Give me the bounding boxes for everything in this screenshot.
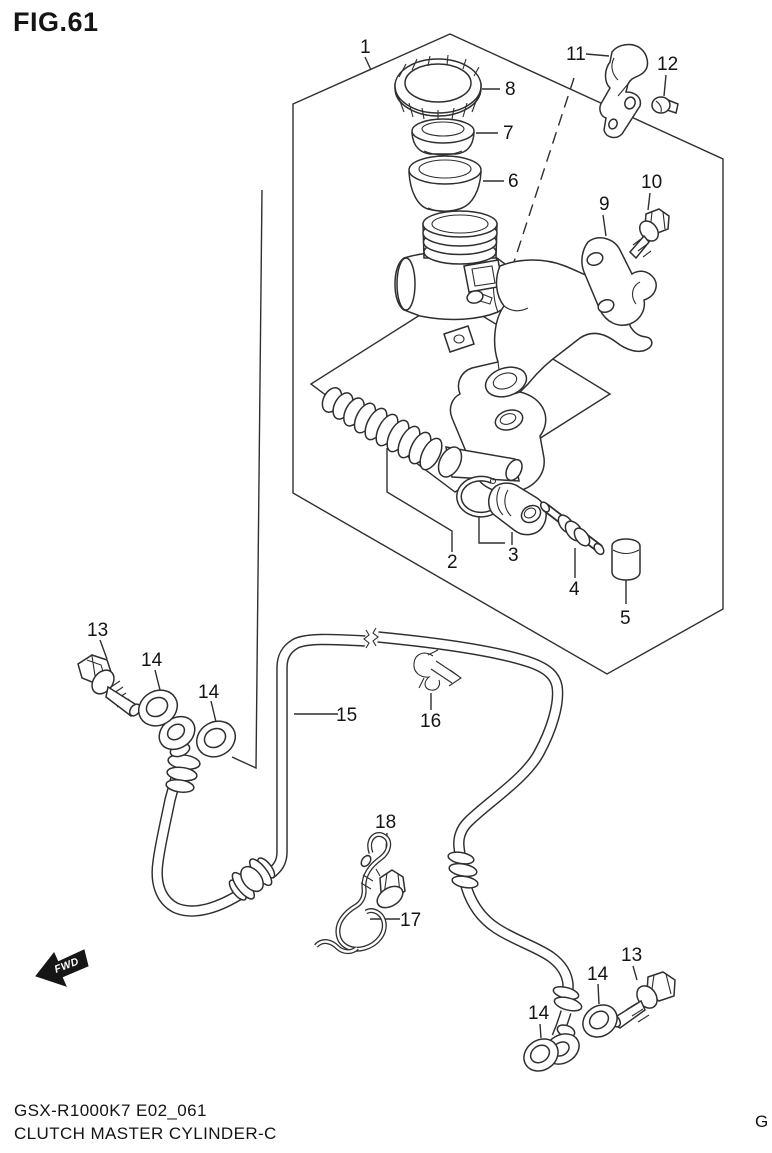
callout-9: 9 bbox=[599, 194, 610, 215]
sealing-washer-14-upper-b bbox=[195, 720, 237, 758]
callout-17: 17 bbox=[400, 910, 421, 931]
footer-model-code: GSX-R1000K7 E02_061 bbox=[14, 1101, 207, 1120]
bracket-screw-12 bbox=[651, 96, 679, 114]
reservoir-cap-8 bbox=[394, 54, 482, 120]
callout-13-upper: 13 bbox=[87, 620, 108, 641]
callout-8: 8 bbox=[505, 79, 516, 100]
callout-15: 15 bbox=[336, 705, 357, 726]
callout-7: 7 bbox=[503, 123, 514, 144]
figure-title: FIG.61 bbox=[13, 7, 99, 37]
handlebar-clamp-9 bbox=[581, 237, 657, 326]
callout-10: 10 bbox=[641, 172, 662, 193]
callout-13-lower: 13 bbox=[621, 945, 642, 966]
callout-14-lower-a: 14 bbox=[587, 964, 609, 985]
callout-14-lower-b: 14 bbox=[528, 1003, 550, 1024]
banjo-bolt-13-upper bbox=[77, 654, 142, 717]
callout-1: 1 bbox=[360, 37, 371, 58]
piston-spring-2 bbox=[321, 387, 523, 482]
sealing-washer-14-lower-b bbox=[523, 1038, 559, 1072]
sealing-washer-14-upper-a bbox=[137, 689, 179, 727]
clutch-hose-15 bbox=[151, 627, 574, 992]
callout-14-upper-b: 14 bbox=[198, 682, 220, 703]
diaphragm-plate-7 bbox=[411, 118, 475, 156]
callout-3: 3 bbox=[508, 545, 519, 566]
page-edge-character: G bbox=[755, 1112, 769, 1131]
callout-5: 5 bbox=[620, 608, 631, 629]
callout-16: 16 bbox=[420, 711, 441, 732]
hose-clamp-16 bbox=[413, 649, 462, 691]
clamp-bolt-10 bbox=[628, 208, 670, 260]
callout-12: 12 bbox=[657, 54, 678, 75]
part-callouts: 1 8 7 6 11 12 10 9 2 3 4 5 13 14 14 15 1… bbox=[87, 37, 678, 1024]
fwd-arrow: FWD bbox=[35, 949, 89, 987]
footer-figure-title: CLUTCH MASTER CYLINDER-C bbox=[14, 1124, 277, 1143]
callout-14-upper-a: 14 bbox=[141, 650, 163, 671]
callout-11: 11 bbox=[566, 44, 586, 65]
sealing-washer-14-lower-a bbox=[582, 1004, 618, 1038]
callout-4: 4 bbox=[569, 579, 580, 600]
push-rod-4 bbox=[539, 501, 605, 556]
callout-2: 2 bbox=[447, 552, 458, 573]
diaphragm-6 bbox=[408, 155, 482, 213]
flange-bolt-18 bbox=[360, 854, 406, 909]
wire-guide-17 bbox=[314, 832, 392, 955]
hose-grommet bbox=[228, 857, 276, 901]
callout-18: 18 bbox=[375, 812, 396, 833]
cylinder-piston-3 bbox=[488, 482, 547, 536]
boot-5 bbox=[611, 538, 641, 581]
hose-end-fittings bbox=[158, 715, 583, 1065]
master-cylinder-body-1 bbox=[443, 259, 653, 493]
lever-bracket-11 bbox=[599, 43, 649, 139]
callout-6: 6 bbox=[508, 171, 519, 192]
